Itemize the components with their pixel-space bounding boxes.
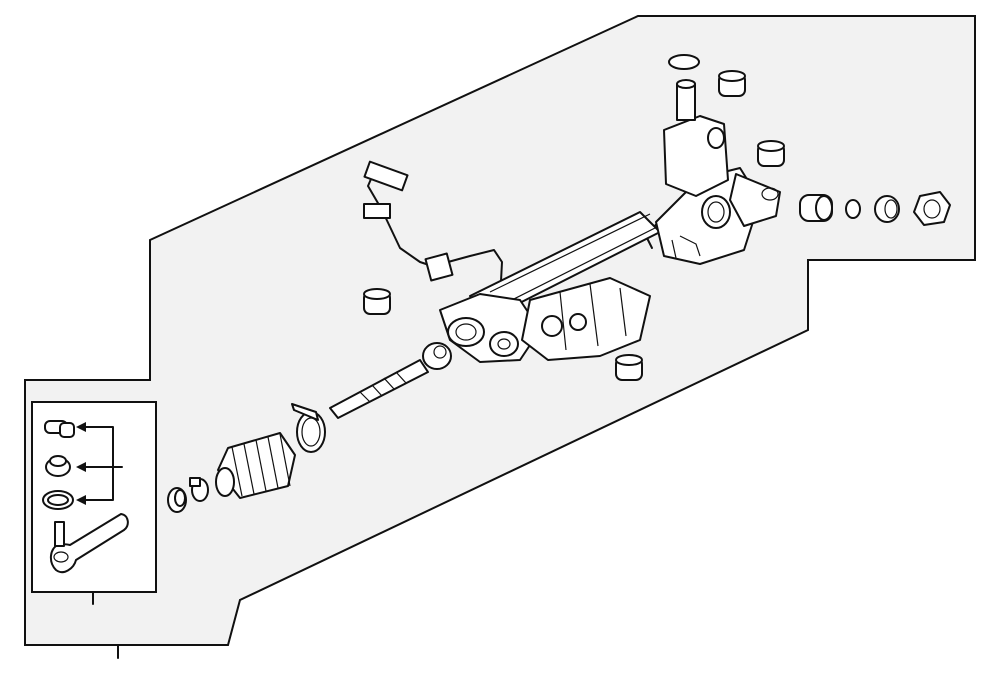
mount-bushing-right (757, 140, 785, 167)
bushing-sleeve (799, 194, 833, 222)
jam-nut (167, 487, 187, 513)
outer-tie-rod-end (50, 513, 129, 574)
small-clamp (189, 477, 209, 502)
motor-cap (668, 54, 700, 70)
nut (913, 191, 951, 226)
seal-ring (42, 490, 74, 510)
mount-bushing-lower (615, 354, 643, 381)
kit-arrow-bracket (79, 426, 123, 501)
small-washer (845, 199, 861, 219)
tie-rod-end-kit (31, 401, 157, 659)
washer (874, 195, 900, 223)
mount-bushing-left (363, 288, 391, 315)
inner-tie-rod (329, 342, 452, 419)
castle-nut (45, 455, 71, 477)
bellows-boot (215, 432, 296, 499)
steering-gear-assembly (439, 79, 781, 363)
grease-fitting-cap (44, 420, 75, 438)
arrow-head-2 (76, 462, 86, 472)
mount-bushing-top (718, 70, 746, 97)
arrow-head-1 (76, 422, 86, 432)
boot-clamp (291, 403, 326, 453)
arrow-head-3 (76, 495, 86, 505)
